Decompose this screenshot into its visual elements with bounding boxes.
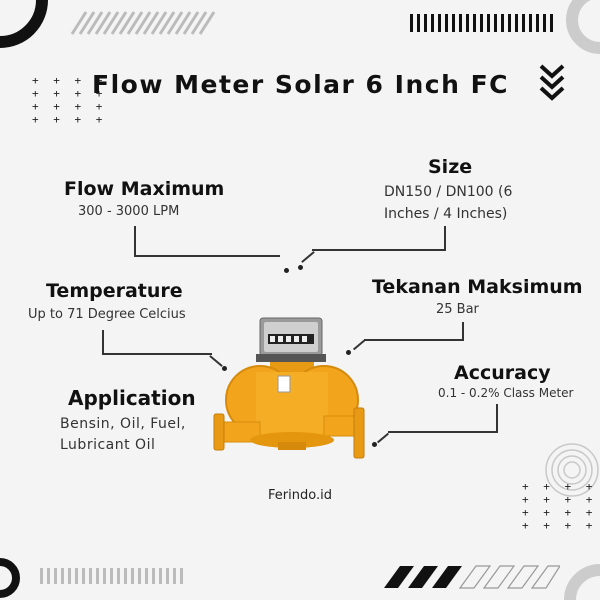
connector-accuracy-horizontal — [388, 431, 498, 433]
watermark: Ferindo.id — [268, 488, 332, 503]
decor-top-barcode — [410, 14, 553, 32]
plus-grid-icon: + + + ++ + + ++ + + ++ + + + — [32, 74, 107, 126]
connector-temperature-dot — [222, 366, 227, 371]
decor-top-left-arc — [0, 0, 48, 48]
connector-accuracy-vertical — [496, 404, 498, 432]
size-value-line1: DN150 / DN100 (6 — [384, 184, 513, 200]
decor-top-stripes — [70, 11, 216, 35]
size-value-line2: Inches / 4 Inches) — [384, 206, 508, 222]
flow-maximum-value: 300 - 3000 LPM — [78, 204, 180, 219]
plus-grid-bottom-icon: + + + ++ + + ++ + + ++ + + + — [522, 480, 597, 532]
connector-flow-horizontal — [134, 255, 280, 257]
concentric-circles-icon — [545, 443, 599, 497]
application-value-line1: Bensin, Oil, Fuel, — [60, 416, 186, 432]
decor-bottom-left-arc — [0, 558, 20, 598]
connector-flow-dot — [284, 268, 289, 273]
decor-top-right-arc — [566, 0, 600, 54]
connector-accuracy-diagonal — [376, 432, 390, 444]
connector-size-dot — [298, 265, 303, 270]
connector-accuracy-dot — [372, 442, 377, 447]
connector-temperature-horizontal — [102, 353, 212, 355]
decor-bottom-right-arc — [564, 564, 600, 600]
temperature-heading: Temperature — [46, 280, 183, 302]
connector-pressure-dot — [346, 350, 351, 355]
temperature-value: Up to 71 Degree Celcius — [28, 307, 186, 322]
page-title: Flow Meter Solar 6 Inch FC — [92, 70, 509, 99]
connector-flow-vertical — [134, 226, 136, 256]
decor-bottom-stripes — [384, 565, 560, 589]
pressure-value: 25 Bar — [436, 302, 479, 317]
flow-maximum-heading: Flow Maximum — [64, 178, 225, 200]
application-heading: Application — [68, 386, 196, 410]
connector-size-vertical — [444, 226, 446, 250]
connector-size-horizontal — [312, 249, 446, 251]
pressure-heading: Tekanan Maksimum — [372, 276, 583, 298]
connector-pressure-vertical — [462, 322, 464, 340]
chevron-down-icon — [539, 64, 565, 101]
accuracy-value: 0.1 - 0.2% Class Meter — [438, 386, 574, 400]
connector-pressure-horizontal — [364, 339, 464, 341]
size-heading: Size — [428, 156, 473, 178]
flow-meter-image — [213, 317, 365, 459]
decor-bottom-barcode — [40, 568, 183, 584]
accuracy-heading: Accuracy — [454, 362, 551, 384]
application-value-line2: Lubricant Oil — [60, 437, 156, 453]
connector-size-diagonal — [301, 251, 315, 263]
connector-temperature-vertical — [102, 330, 104, 354]
